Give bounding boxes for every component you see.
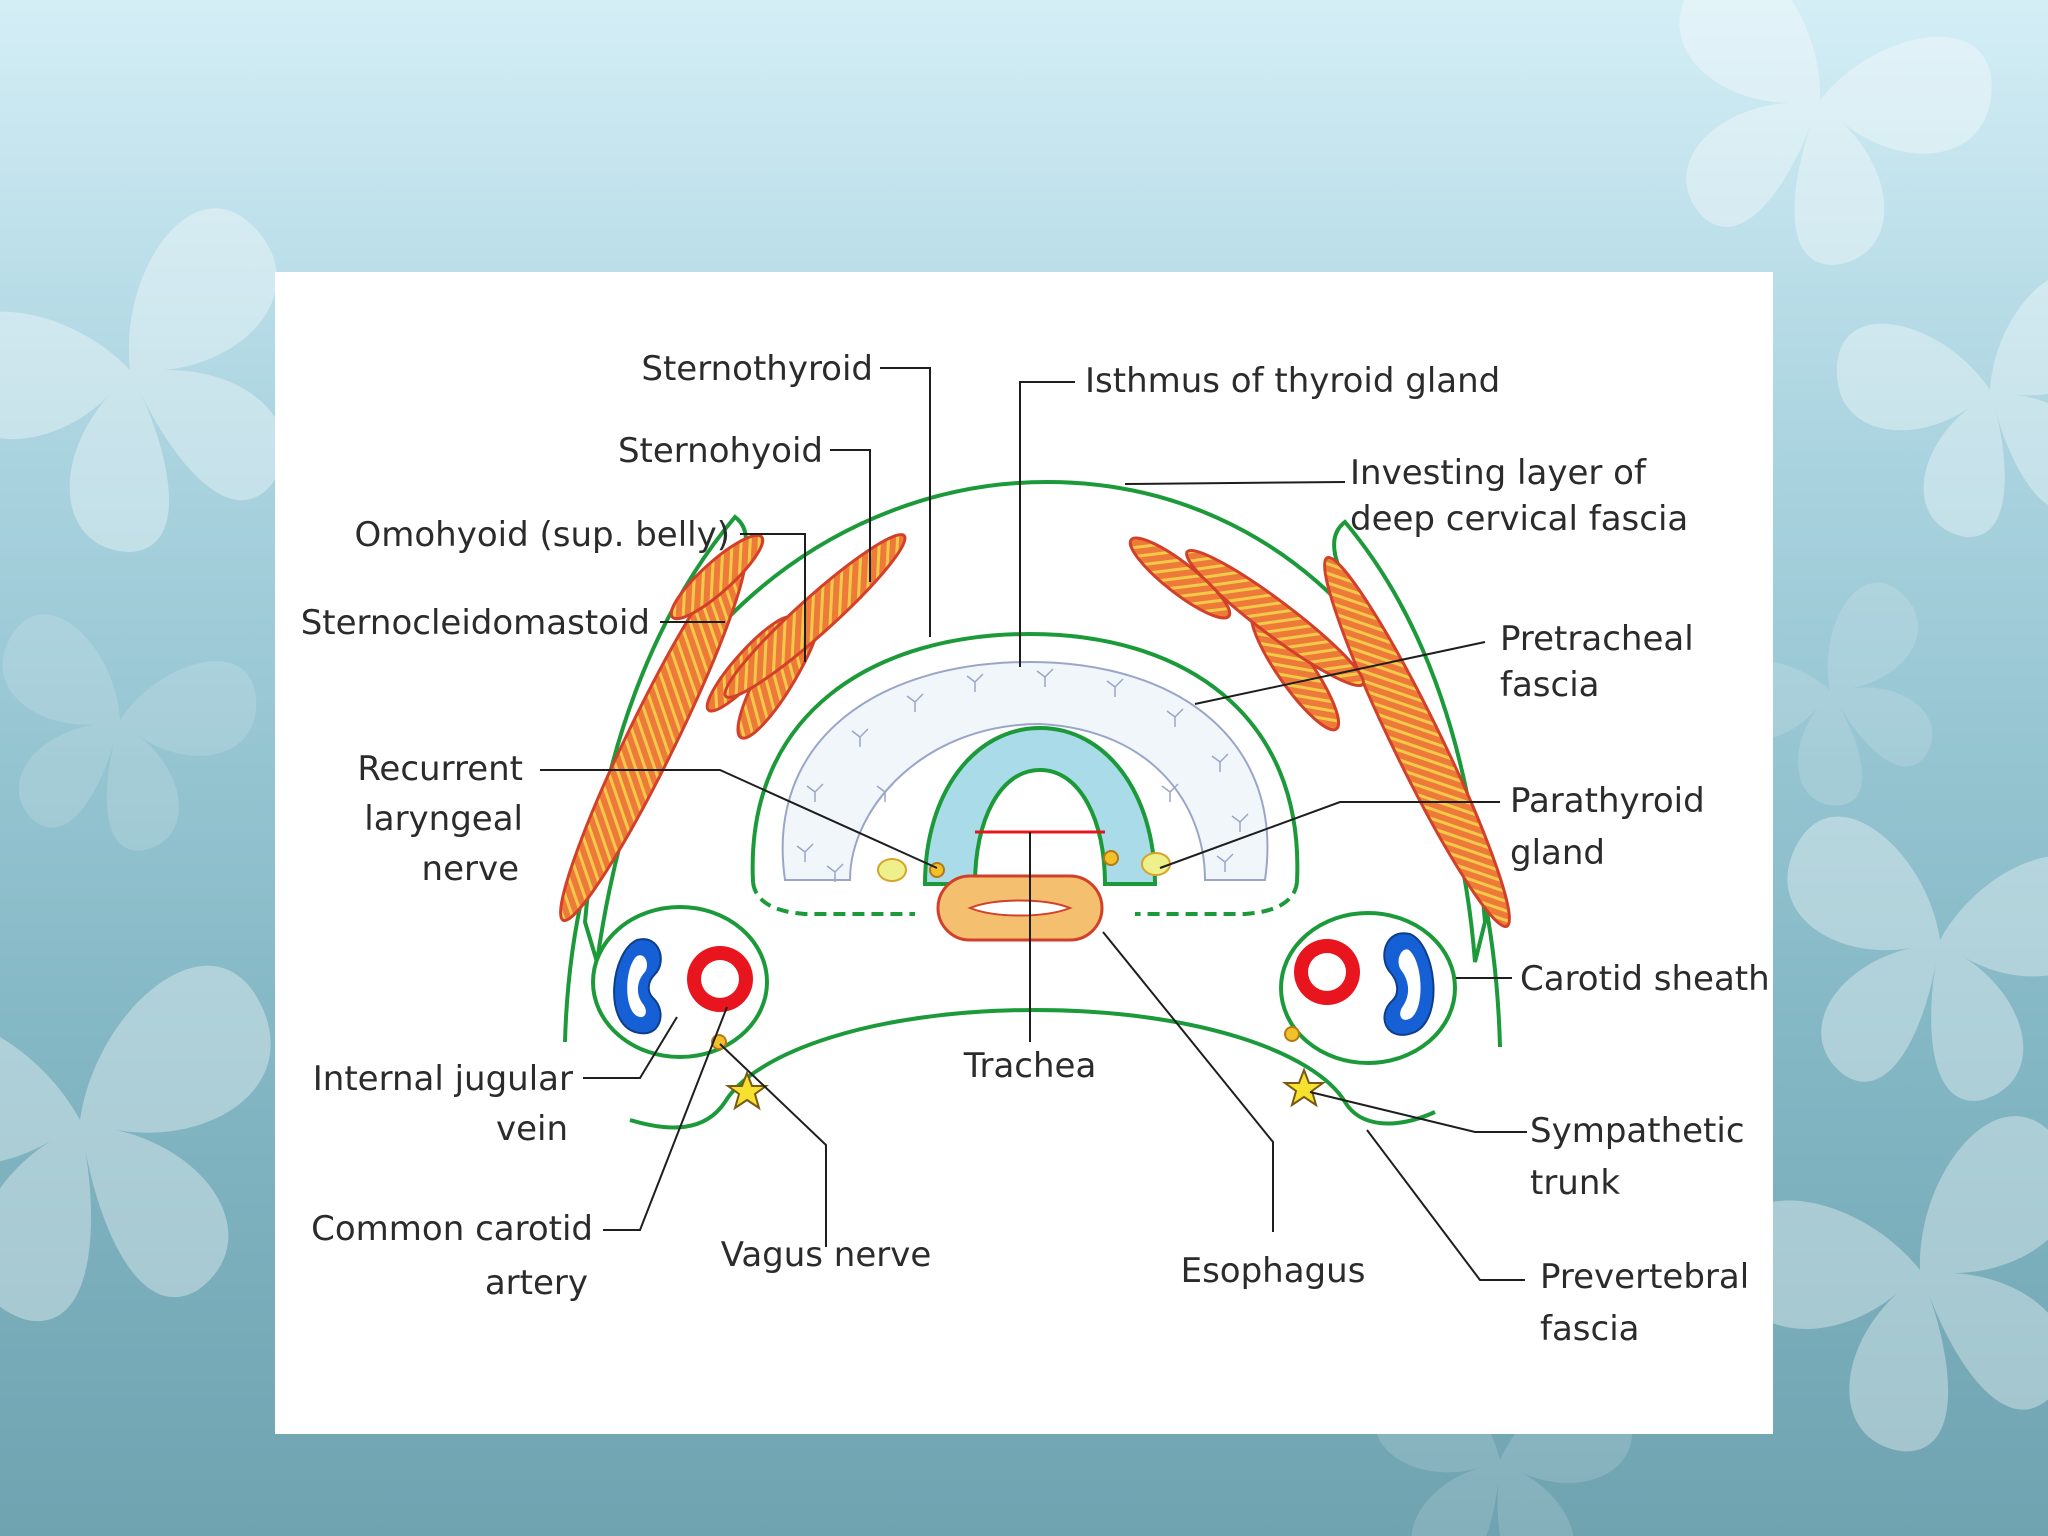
label-cca-2: artery [485,1263,588,1303]
diagram-panel: Sternothyroid Sternohyoid Omohyoid (sup.… [275,272,1773,1434]
label-parathyroid-2: gland [1510,833,1605,873]
label-recurrent-2: laryngeal [364,799,523,839]
right-sternohyoid [1185,548,1365,688]
right-parathyroid-gland [1141,852,1171,876]
left-sternothyroid-upper [669,533,765,621]
left-internal-jugular-vein-lumen [627,955,648,1018]
thyroid-texture [796,668,1249,882]
label-sternohyoid: Sternohyoid [618,431,823,471]
label-trachea: Trachea [963,1046,1097,1086]
right-sternocleidomastoid [1323,555,1511,929]
label-investing-2: deep cervical fascia [1350,499,1688,539]
left-muscles [559,533,907,923]
label-pretracheal-2: fascia [1500,665,1600,705]
label-cca-1: Common carotid [311,1209,593,1249]
right-recurrent-laryngeal-nerve [1103,850,1119,866]
label-carotid-sheath: Carotid sheath [1520,959,1770,999]
star-icon [1281,1067,1327,1108]
butterfly-icon [1754,808,2048,1119]
left-sternocleidomastoid [559,549,747,923]
butterfly-icon [0,956,313,1344]
label-sympathetic-2: trunk [1530,1163,1620,1203]
butterfly-icon [1615,0,2008,300]
pretracheal-fascia [750,631,1300,883]
label-ijv-1: Internal jugular [313,1059,573,1099]
label-recurrent-1: Recurrent [357,749,523,789]
label-prevertebral-2: fascia [1540,1309,1640,1349]
label-ijv-2: vein [496,1109,568,1149]
prevertebral-fascia [629,1007,1436,1130]
label-vagus: Vagus nerve [721,1235,932,1275]
label-sympathetic-1: Sympathetic [1530,1111,1745,1151]
label-parathyroid-1: Parathyroid [1510,781,1705,821]
star-icon [724,1070,770,1111]
thyroid-gland [781,660,1269,881]
pretracheal-fascia-lower-right [1135,881,1299,916]
label-sternothyroid: Sternothyroid [641,349,873,389]
label-esophagus: Esophagus [1181,1251,1366,1291]
label-recurrent-3: nerve [422,849,519,889]
left-common-carotid-artery-lumen [701,960,739,998]
label-omohyoid: Omohyoid (sup. belly) [355,515,731,555]
butterfly-icon [1825,261,2048,561]
right-muscles [1128,536,1511,929]
right-vagus-nerve [1284,1026,1300,1042]
pretracheal-fascia-lower-left [751,881,915,916]
label-prevertebral-1: Prevertebral [1540,1257,1749,1297]
neck-cross-section-diagram: Sternothyroid Sternohyoid Omohyoid (sup.… [301,349,1770,1349]
label-isthmus: Isthmus of thyroid gland [1085,361,1500,401]
leader-lines [540,367,1527,1281]
right-common-carotid-artery-lumen [1308,953,1346,991]
right-internal-jugular-vein-lumen [1398,949,1421,1020]
left-parathyroid-gland [877,858,907,882]
left-sternothyroid-lower [723,533,907,699]
labels: Sternothyroid Sternohyoid Omohyoid (sup.… [301,349,1770,1349]
label-investing-1: Investing layer of [1350,453,1647,493]
right-sternothyroid [1128,536,1232,620]
esophagus-lumen [967,899,1073,917]
label-pretracheal-1: Pretracheal [1500,619,1694,659]
butterfly-icon [0,605,267,872]
trachea [922,725,1158,886]
label-sternocleidomastoid: Sternocleidomastoid [301,603,650,643]
